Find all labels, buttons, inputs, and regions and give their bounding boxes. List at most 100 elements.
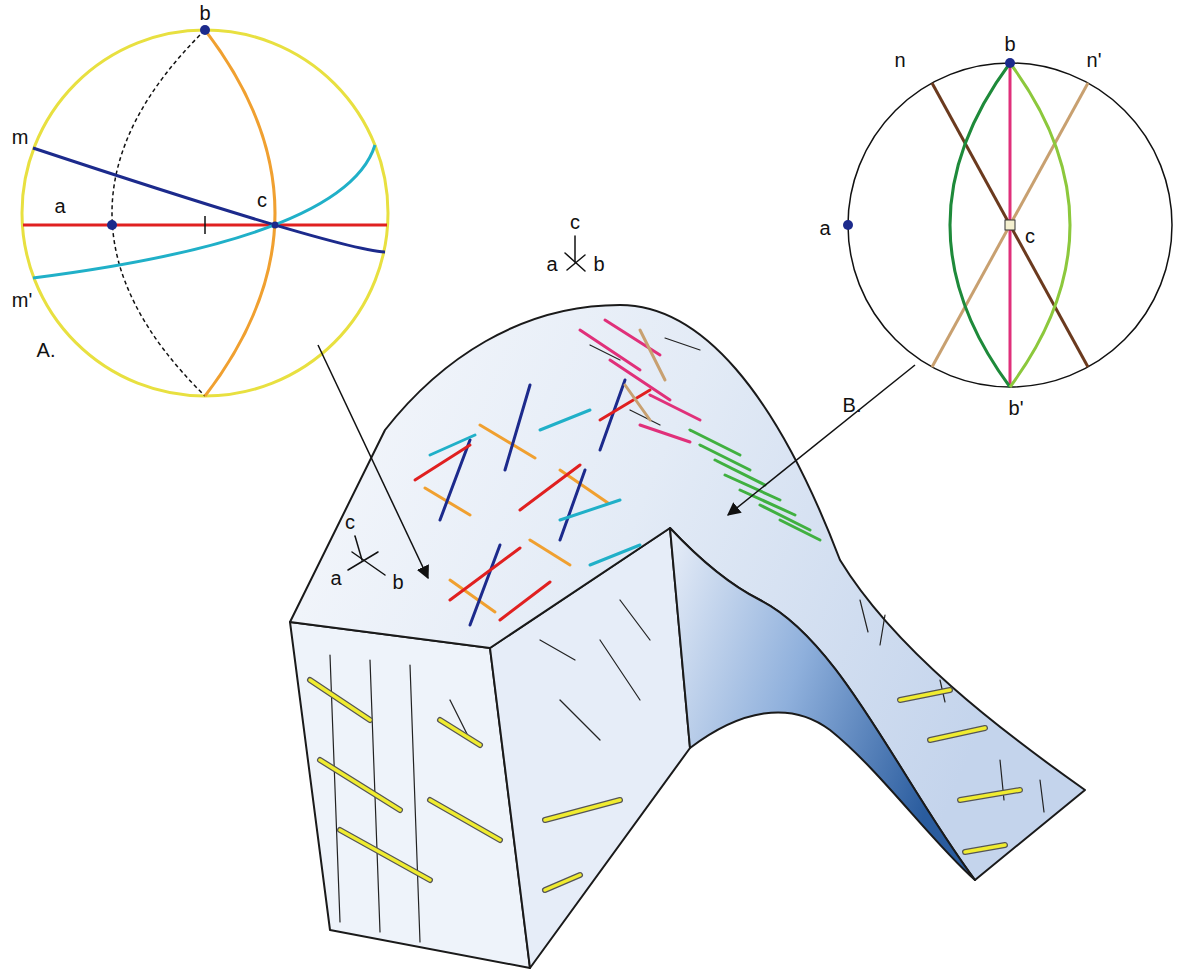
joint-trace — [860, 600, 868, 632]
yellow-trace-edge — [930, 728, 985, 740]
joint-trace — [1040, 780, 1044, 812]
joint-trace — [560, 700, 600, 740]
axis-label: m' — [12, 290, 32, 310]
joint-trace — [540, 640, 575, 660]
pole-dot — [272, 222, 279, 229]
tan-trace — [640, 330, 665, 380]
red-trace — [600, 390, 650, 420]
orange-trace — [480, 425, 535, 458]
joint-trace — [620, 600, 650, 640]
cyan-great-circle — [33, 145, 375, 278]
yellow-trace-edge — [545, 800, 620, 820]
pink-trace — [610, 360, 670, 400]
axis-cross — [352, 552, 385, 575]
stereonet-b — [843, 58, 1172, 387]
yellow-trace-edge — [310, 680, 370, 720]
tan-trace — [625, 385, 650, 420]
axis-label: B. — [843, 395, 862, 415]
red-trace — [500, 582, 550, 620]
yellow-trace-edge — [320, 760, 400, 810]
red-trace — [450, 548, 520, 600]
yellow-trace-edge — [340, 830, 430, 880]
green-trace — [740, 490, 795, 515]
axis-label: m — [12, 127, 29, 147]
yellow-trace-edge — [960, 790, 1020, 800]
center-mark — [1005, 220, 1015, 230]
axis-cross — [574, 236, 576, 262]
center-tick — [204, 216, 206, 234]
yellow-trace — [430, 800, 500, 840]
axis-label: c — [257, 190, 267, 210]
axis-label: n' — [1087, 50, 1102, 70]
yellow-trace-edge — [545, 875, 580, 890]
yellow-trace — [340, 830, 430, 880]
axis-label: b — [1004, 34, 1015, 54]
yellow-trace — [320, 760, 400, 810]
yellow-trace-edge — [900, 690, 950, 700]
green-trace — [760, 505, 810, 530]
axis-label: b — [593, 254, 604, 274]
primitive-circle — [22, 30, 388, 396]
joint-trace — [880, 615, 885, 645]
axis-label: c — [570, 212, 580, 232]
yellow-trace — [965, 845, 1005, 852]
axis-label: b — [392, 572, 403, 592]
brown-great-circle — [932, 83, 1088, 367]
yellow-trace-edge — [430, 800, 500, 840]
orange-trace — [530, 540, 570, 565]
axis-label: c — [345, 512, 355, 532]
stereonet-a — [22, 25, 388, 396]
tan-great-circle — [932, 83, 1088, 367]
joint-trace — [665, 338, 700, 350]
yellow-trace — [310, 680, 370, 720]
cyan-trace — [540, 410, 590, 430]
axis-label: a — [330, 568, 341, 588]
axis-label: b' — [1009, 398, 1024, 418]
fold-block — [290, 236, 1085, 968]
axis-cross — [567, 255, 585, 270]
yellow-trace — [440, 720, 480, 745]
blue-trace — [505, 385, 530, 470]
yellow-trace — [545, 800, 620, 820]
axis-label: a — [54, 196, 65, 216]
axis-label: a — [546, 254, 557, 274]
cyan-trace — [430, 435, 475, 455]
axis-label: n — [894, 50, 905, 70]
axis-label: b — [199, 3, 210, 23]
axis-label: c — [1025, 226, 1035, 246]
pole-dot — [107, 220, 117, 230]
blue-great-circle — [33, 148, 385, 252]
yellow-trace — [900, 690, 950, 700]
top-surface — [290, 305, 1085, 880]
cyan-trace — [560, 500, 620, 520]
axis-label: A. — [37, 340, 56, 360]
yellow-trace — [960, 790, 1020, 800]
axis-label: a — [819, 218, 830, 238]
joint-trace — [410, 665, 420, 942]
green-trace — [780, 520, 820, 540]
dotted-great-circle — [112, 30, 205, 396]
cyan-trace — [590, 545, 640, 565]
pole-dot — [1005, 58, 1015, 68]
axis-cross — [565, 253, 585, 271]
blue-trace — [470, 545, 500, 625]
yellow-trace-edge — [965, 845, 1005, 852]
fold-profile — [670, 528, 975, 880]
blue-trace — [440, 440, 470, 520]
pink-trace — [650, 395, 700, 420]
joint-trace — [600, 640, 640, 700]
yellow-trace — [930, 728, 985, 740]
primitive-circle — [848, 63, 1172, 387]
yellow-trace — [545, 875, 580, 890]
pole-dot — [200, 25, 210, 35]
blue-trace — [560, 470, 585, 540]
pole-dot — [843, 220, 853, 230]
pink-trace — [605, 320, 660, 355]
yellow-trace-edge — [440, 720, 480, 745]
leader-arrow — [728, 365, 915, 515]
blue-trace — [600, 380, 625, 450]
red-trace — [520, 465, 580, 510]
